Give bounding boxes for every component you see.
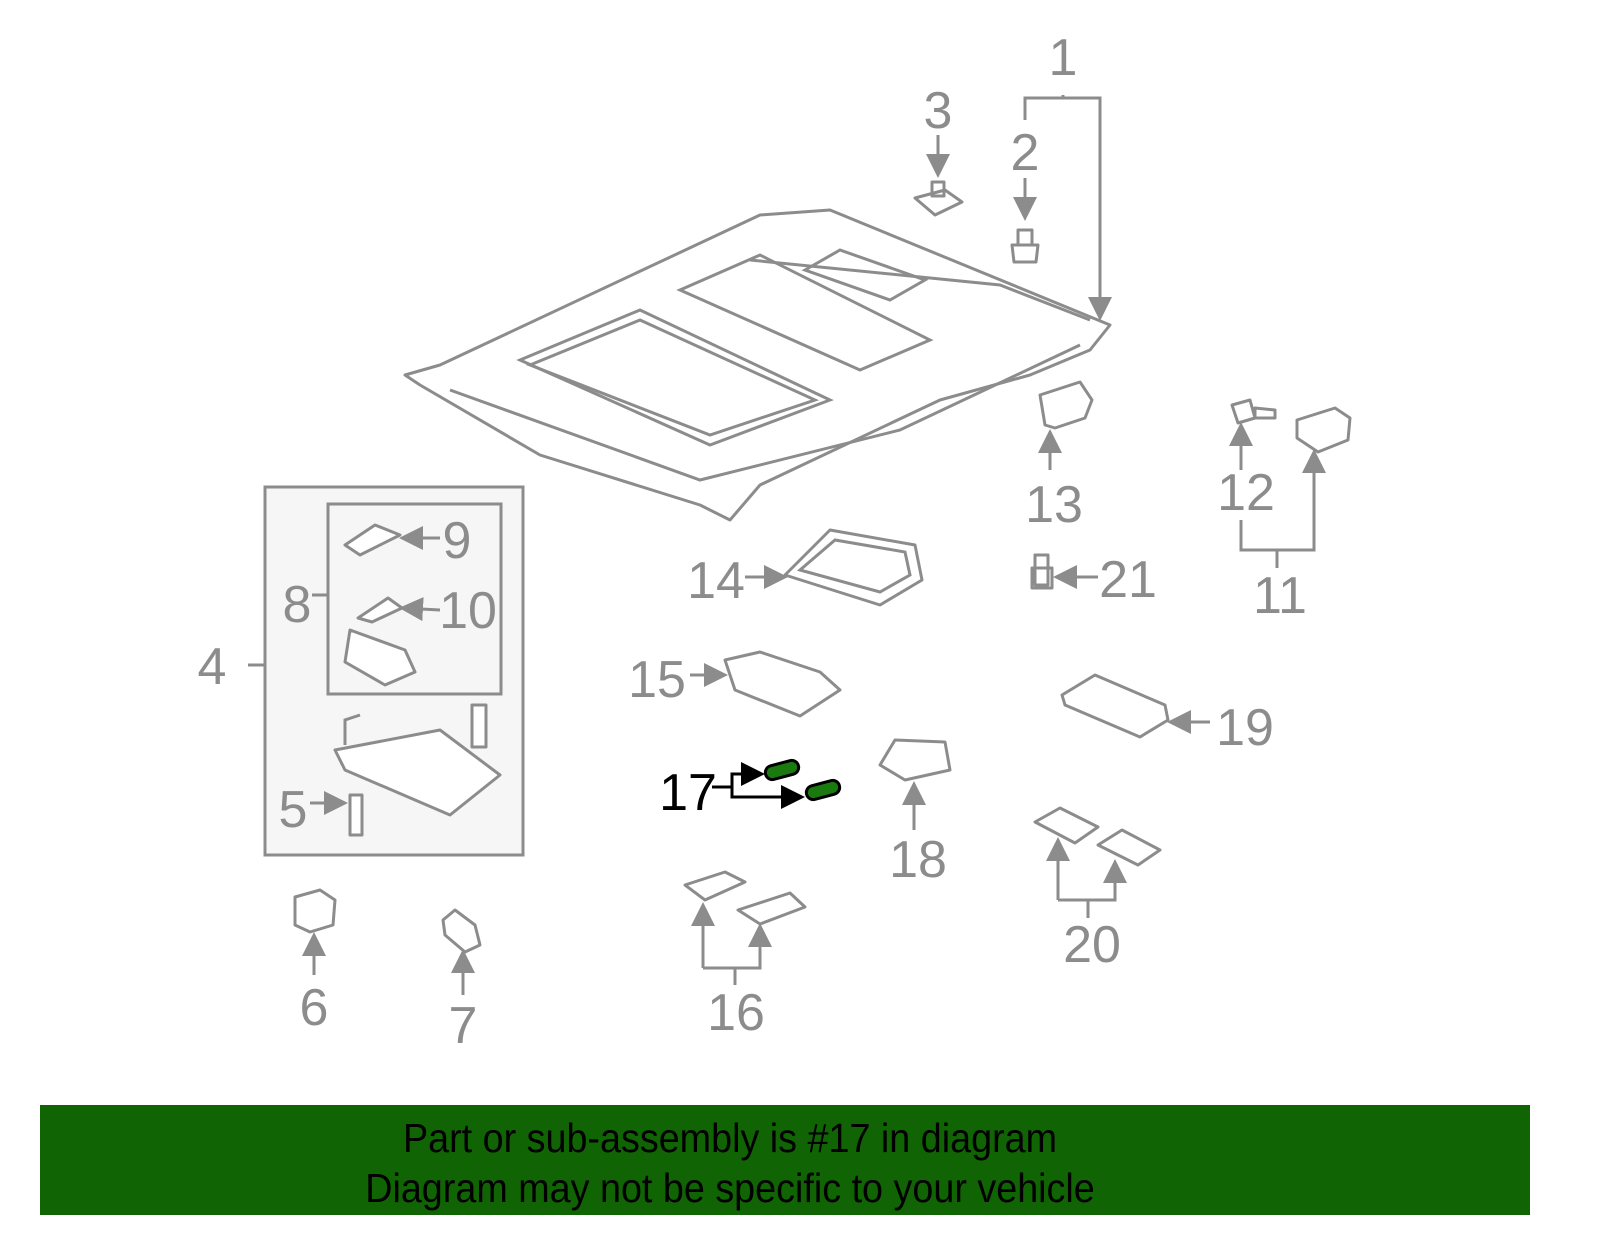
callout-17[interactable]: 17	[659, 764, 717, 822]
lamp-19[interactable]	[1060, 673, 1170, 739]
headliner-part[interactable]	[403, 208, 1112, 522]
callout-11[interactable]: 11	[1253, 567, 1307, 625]
screw-5[interactable]	[348, 793, 364, 837]
callout-9[interactable]: 9	[443, 512, 472, 570]
callout-19[interactable]: 19	[1216, 699, 1274, 757]
banner-line-disclaimer: Diagram may not be specific to your vehi…	[365, 1165, 1095, 1211]
callout-6[interactable]: 6	[300, 979, 329, 1037]
hook-7[interactable]	[441, 908, 482, 954]
clip-part-3[interactable]	[913, 180, 964, 217]
callout-21[interactable]: 21	[1099, 551, 1157, 609]
clip-part-2[interactable]	[1010, 228, 1040, 264]
callout-12[interactable]: 12	[1217, 464, 1275, 522]
bulb-part-17[interactable]	[763, 758, 842, 802]
console-14[interactable]	[783, 528, 924, 607]
callout-2[interactable]: 2	[1011, 124, 1040, 182]
holder-6[interactable]	[293, 888, 337, 934]
handle-13[interactable]	[1038, 380, 1094, 430]
lens-16a[interactable]	[683, 870, 747, 902]
bolt-12[interactable]	[1230, 398, 1277, 425]
callout-3[interactable]: 3	[924, 82, 953, 140]
lamp-15[interactable]	[723, 650, 842, 718]
info-banner: Part or sub-assembly is #17 in diagram D…	[40, 1105, 1530, 1215]
callout-5[interactable]: 5	[279, 781, 308, 839]
callout-16[interactable]: 16	[707, 984, 765, 1042]
bolt-21[interactable]	[1030, 553, 1054, 590]
callout-8[interactable]: 8	[283, 576, 312, 634]
banner-line-part: Part or sub-assembly is #17 in diagram	[402, 1115, 1058, 1161]
holder-11[interactable]	[1295, 406, 1352, 454]
lens-20b[interactable]	[1096, 828, 1162, 867]
sunvisor[interactable]	[333, 728, 502, 817]
lens-16b[interactable]	[736, 891, 807, 926]
callout-18[interactable]: 18	[889, 831, 947, 889]
callout-4[interactable]: 4	[198, 638, 227, 696]
callout-15[interactable]: 15	[628, 651, 686, 709]
callout-1[interactable]: 1	[1049, 29, 1078, 87]
callout-20[interactable]: 20	[1063, 916, 1121, 974]
callout-7[interactable]: 7	[449, 997, 478, 1055]
callout-13[interactable]: 13	[1025, 476, 1083, 534]
callout-14[interactable]: 14	[687, 552, 745, 610]
lens-20a[interactable]	[1033, 806, 1100, 845]
callout-10[interactable]: 10	[439, 582, 497, 640]
lamp-18[interactable]	[878, 738, 952, 782]
